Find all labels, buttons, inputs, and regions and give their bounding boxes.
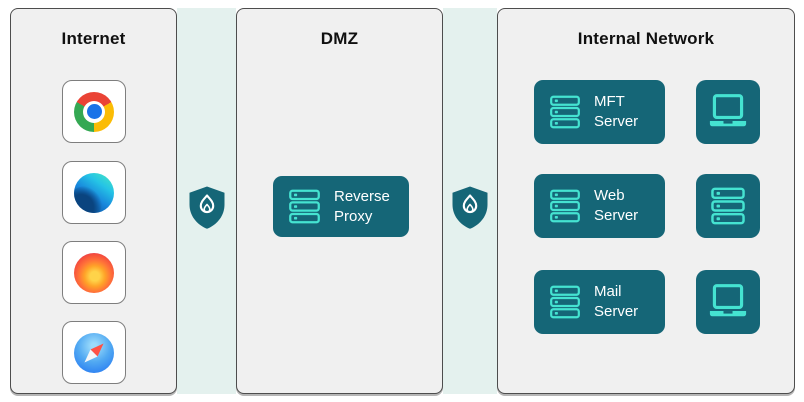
firewall-shield-icon <box>189 186 224 229</box>
node-label: Mail Server <box>594 283 639 320</box>
node-label: Reverse Proxy <box>334 187 390 225</box>
mft-server-node: MFT Server <box>534 80 665 144</box>
browser-tile-edge <box>62 161 126 224</box>
zone-internet: Internet <box>10 8 177 394</box>
firewall-shield-icon <box>452 186 488 229</box>
firefox-icon <box>74 252 114 293</box>
server-rack-icon <box>289 189 320 224</box>
chrome-icon <box>74 91 114 132</box>
firewall-zone-gap <box>177 8 236 394</box>
zone-title: DMZ <box>320 29 359 48</box>
safari-icon <box>74 332 114 373</box>
server-rack-icon <box>550 95 580 129</box>
edge-icon <box>74 172 114 213</box>
server-box <box>696 174 760 238</box>
zone-dmz: DMZ Reverse Proxy <box>236 8 443 394</box>
reverse-proxy-node: Reverse Proxy <box>273 176 409 237</box>
browser-tile-safari <box>62 321 126 384</box>
zone-title: Internal Network <box>577 29 715 48</box>
laptop-icon <box>709 94 747 127</box>
node-label: MFT Server <box>594 93 639 130</box>
mail-server-node: Mail Server <box>534 270 665 334</box>
workstation-box <box>696 80 760 144</box>
zone-internal: Internal Network MFT Server <box>497 8 795 394</box>
firewall-zone-gap <box>443 8 497 394</box>
server-rack-icon <box>550 189 580 223</box>
laptop-icon <box>709 284 747 317</box>
zone-title: Internet <box>61 29 126 48</box>
server-rack-icon <box>711 187 745 225</box>
browser-tile-firefox <box>62 241 126 304</box>
server-rack-icon <box>550 285 580 319</box>
workstation-box <box>696 270 760 334</box>
node-label: Web Server <box>594 187 639 224</box>
browser-tile-chrome <box>62 80 126 143</box>
web-server-node: Web Server <box>534 174 665 238</box>
